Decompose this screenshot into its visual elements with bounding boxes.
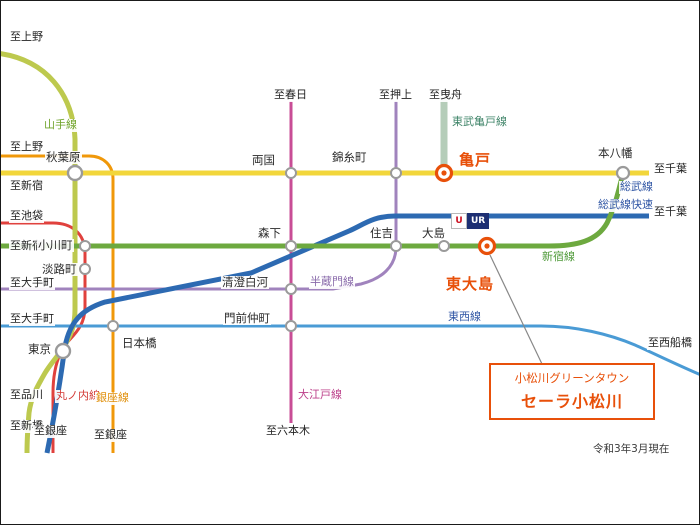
direction-label-shinjuku-2: 至新宿 bbox=[9, 239, 44, 253]
direction-label-ginza-1: 至銀座 bbox=[33, 424, 68, 438]
line-label-oedo: 大江戸線 bbox=[297, 388, 343, 402]
direction-label-oshiage: 至押上 bbox=[378, 88, 413, 102]
line-label-ginza: 銀座線 bbox=[95, 391, 130, 405]
direction-label-ueno-1: 至上野 bbox=[9, 30, 44, 44]
property-leader-line bbox=[489, 254, 543, 365]
station-circle-akihabara bbox=[66, 164, 84, 182]
station-label-tokyo: 東京 bbox=[27, 342, 52, 357]
station-label-morishita: 森下 bbox=[257, 226, 282, 241]
station-circle-kameido-inner bbox=[441, 170, 447, 176]
station-circle-kiyosumi-shirakawa bbox=[285, 283, 297, 295]
direction-label-hikifune: 至曳舟 bbox=[428, 88, 463, 102]
direction-label-roppongi: 至六本木 bbox=[265, 424, 311, 438]
station-label-nihombashi: 日本橋 bbox=[121, 336, 158, 351]
station-circle-nihombashi bbox=[107, 320, 119, 332]
shinjuku-line-path bbox=[1, 173, 626, 249]
direction-label-ginza-2: 至銀座 bbox=[93, 428, 128, 442]
station-circle-morishita bbox=[285, 240, 297, 252]
station-circle-kinshicho bbox=[390, 167, 402, 179]
direction-label-chiba-2: 至千葉 bbox=[653, 205, 688, 219]
line-label-hanzomon: 半蔵門線 bbox=[309, 275, 355, 289]
line-label-sobu-local: 総武線 bbox=[619, 180, 654, 194]
line-label-tobu-kameido: 東武亀戸線 bbox=[451, 115, 508, 129]
station-label-kameido: 亀戸 bbox=[458, 151, 493, 170]
property-name-line2: セーラ小松川 bbox=[520, 392, 623, 411]
station-label-ryogoku: 両国 bbox=[251, 153, 276, 168]
ur-logo-text: UR bbox=[467, 213, 490, 229]
station-circle-sumiyoshi bbox=[390, 240, 402, 252]
ginza-line-path bbox=[1, 154, 115, 453]
line-label-yamanote: 山手線 bbox=[43, 118, 78, 132]
station-label-awajicho: 淡路町 bbox=[41, 262, 78, 277]
station-label-ojima: 大島 bbox=[421, 226, 446, 241]
station-label-kiyosumi-shirakawa: 清澄白河 bbox=[221, 275, 269, 290]
line-label-shinjuku: 新宿線 bbox=[541, 250, 576, 264]
station-circle-monzen-nakacho bbox=[285, 320, 297, 332]
station-circle-tokyo bbox=[54, 342, 72, 360]
station-label-ogawamachi: 小川町 bbox=[37, 238, 74, 253]
station-label-kinshicho: 錦糸町 bbox=[331, 150, 368, 165]
line-label-marunouchi: 丸ノ内線 bbox=[55, 389, 101, 403]
station-circle-higashiojima-inner bbox=[484, 243, 490, 249]
tozai-line-path bbox=[1, 324, 699, 376]
direction-label-nishi-funabashi: 至西船橋 bbox=[647, 336, 693, 350]
station-circle-ryogoku bbox=[285, 167, 297, 179]
direction-label-ueno-2: 至上野 bbox=[9, 140, 44, 154]
station-label-sumiyoshi: 住吉 bbox=[369, 226, 394, 241]
direction-label-shinagawa: 至品川 bbox=[9, 388, 44, 402]
direction-label-kasuga: 至春日 bbox=[273, 88, 308, 102]
line-label-tozai: 東西線 bbox=[447, 310, 482, 324]
direction-label-otemachi-1: 至大手町 bbox=[9, 276, 55, 290]
direction-label-shinjuku-1: 至新宿 bbox=[9, 179, 44, 193]
property-info-box: 小松川グリーンタウン セーラ小松川 bbox=[489, 363, 655, 420]
station-label-motoyawata: 本八幡 bbox=[597, 146, 634, 161]
direction-label-ikebukuro: 至池袋 bbox=[9, 209, 44, 223]
property-name-line1: 小松川グリーンタウン bbox=[514, 371, 630, 385]
line-label-sobu-rapid: 総武線快速 bbox=[597, 198, 654, 212]
station-label-higashiojima: 東大島 bbox=[445, 275, 496, 294]
station-circle-awajicho bbox=[79, 263, 91, 275]
ur-logo-mark: U bbox=[451, 213, 467, 229]
station-label-monzen-nakacho: 門前仲町 bbox=[223, 311, 271, 326]
ur-logo: U UR bbox=[451, 213, 490, 229]
direction-label-chiba-1: 至千葉 bbox=[653, 162, 688, 176]
station-label-akihabara: 秋葉原 bbox=[45, 150, 82, 165]
station-circle-ojima bbox=[438, 240, 450, 252]
station-circle-motoyawata bbox=[615, 165, 631, 181]
direction-label-otemachi-2: 至大手町 bbox=[9, 312, 55, 326]
as-of-date-note: 令和3年3月現在 bbox=[593, 443, 670, 455]
station-circle-ogawamachi bbox=[79, 240, 91, 252]
